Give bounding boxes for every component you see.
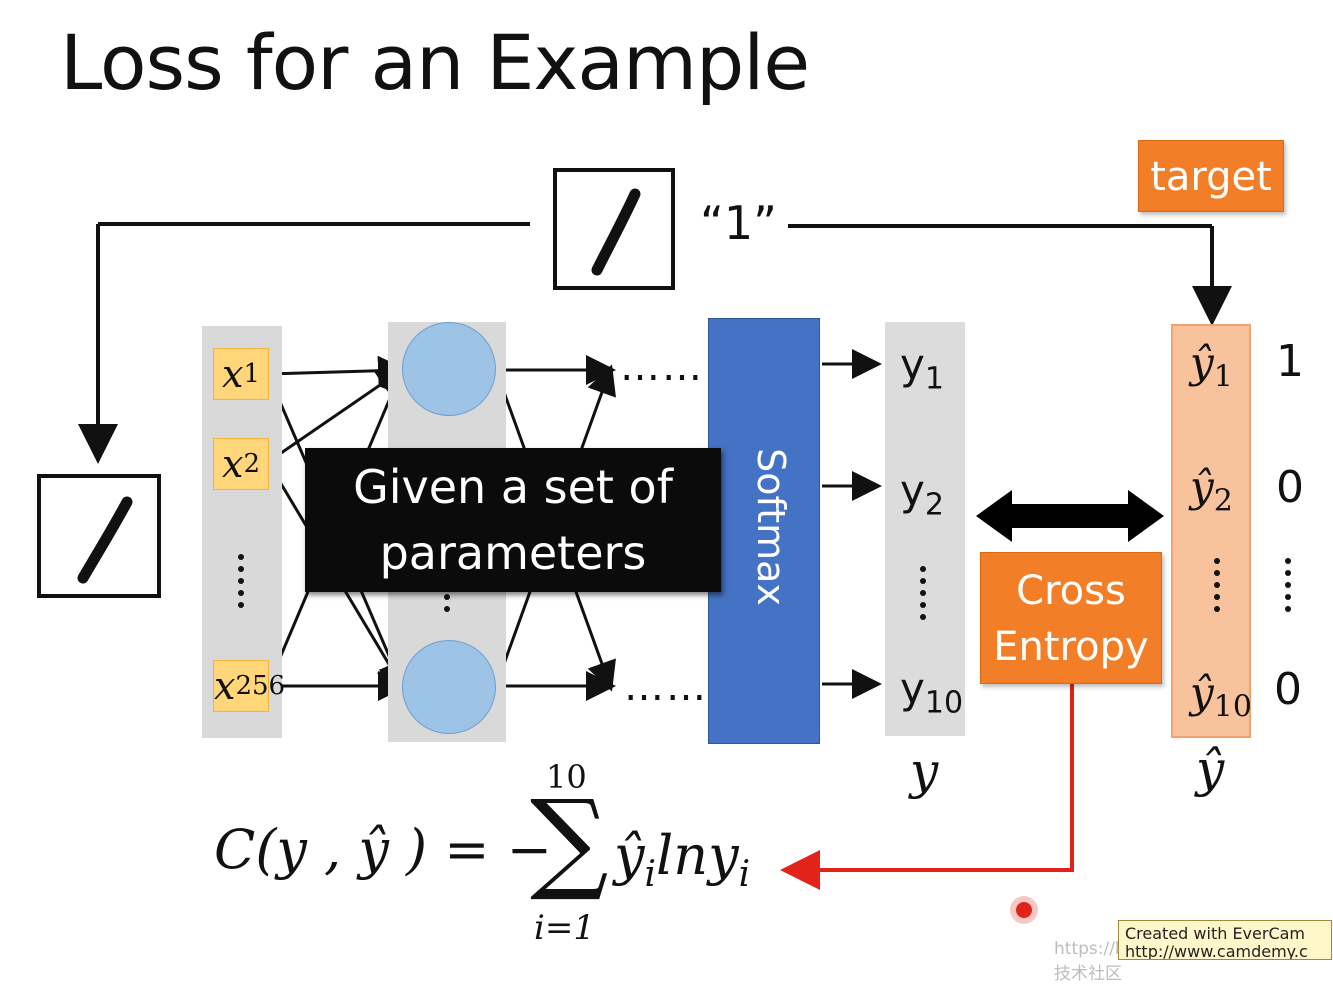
target-yhat1: ŷ1 — [1190, 338, 1233, 395]
ellipsis-bottom: …… — [624, 664, 708, 710]
output-y2: y2 — [900, 466, 944, 523]
target-yhat2: ŷ2 — [1190, 462, 1233, 519]
input-ellipsis — [236, 548, 246, 614]
target-value-ellipsis — [1283, 552, 1293, 618]
formula-sum-symbol: ∑ — [530, 776, 609, 904]
output-layer — [885, 322, 965, 736]
target-value-10: 0 — [1274, 664, 1302, 715]
target-value-1: 1 — [1276, 336, 1304, 387]
hidden-ellipsis — [442, 588, 452, 618]
formula-sum-bottom: i=1 — [534, 908, 595, 948]
cross-entropy-line-2: Entropy — [993, 624, 1149, 670]
ellipsis-top: …… — [620, 344, 704, 390]
cross-entropy-line-1: Cross — [1016, 568, 1126, 614]
digit-image-input — [37, 474, 161, 598]
formula-term: ŷilnyi — [614, 824, 751, 895]
formula-lhs: C(y , ŷ ) = − — [214, 818, 552, 881]
neuron-top — [402, 322, 496, 416]
handwritten-one-icon — [77, 496, 133, 584]
cross-entropy-block: Cross Entropy — [980, 552, 1162, 684]
target-layer — [1171, 324, 1251, 738]
digit-image-top — [553, 168, 675, 290]
formula-sum-top: 10 — [546, 758, 587, 796]
output-y10: y10 — [900, 664, 964, 721]
neuron-bottom — [402, 640, 496, 734]
target-ellipsis — [1212, 552, 1222, 618]
softmax-label: Softmax — [748, 448, 793, 606]
output-vector-label: y — [910, 742, 939, 800]
watermark-line-2: http://www.camdemy.c — [1125, 942, 1308, 960]
target-vector-label: ŷ — [1196, 740, 1225, 798]
parameters-callout: Given a set of parameters — [305, 448, 721, 592]
callout-line-1: Given a set of — [353, 460, 673, 514]
slide-title: Loss for an Example — [60, 18, 810, 107]
red-arrow — [780, 684, 1074, 890]
evercam-watermark: Created with EverCam http://www.camdemy.… — [1118, 920, 1332, 960]
digit-label: “1” — [700, 196, 777, 250]
watermark-line-1: Created with EverCam — [1125, 924, 1305, 943]
softmax-block: Softmax — [708, 318, 820, 744]
output-ellipsis — [918, 560, 928, 626]
target-yhat10: ŷ10 — [1190, 668, 1252, 725]
callout-line-2: parameters — [379, 526, 647, 580]
handwritten-one-icon — [591, 188, 641, 276]
target-label: target — [1138, 140, 1284, 212]
connector-lines — [78, 222, 1232, 890]
double-arrow — [976, 490, 1164, 542]
cursor-dot — [1016, 902, 1032, 918]
output-y1: y1 — [900, 340, 944, 397]
slide: Loss for an Example — [37, 18, 1332, 984]
target-value-2: 0 — [1276, 462, 1304, 513]
